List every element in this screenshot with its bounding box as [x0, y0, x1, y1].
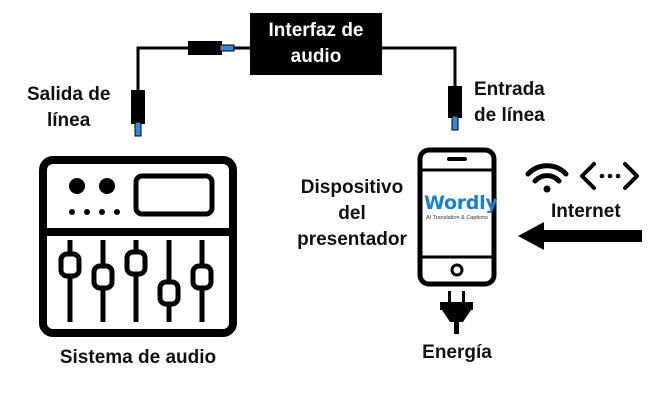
presenter-label-2: del — [338, 203, 366, 224]
code-brackets-icon — [580, 162, 639, 190]
wifi-icon — [525, 163, 569, 193]
audio-jack-icon — [448, 86, 462, 131]
line-in-label-2: de línea — [474, 105, 545, 126]
power-label: Energía — [422, 342, 492, 363]
audio-mixer-icon — [39, 156, 237, 337]
smartphone-icon — [417, 147, 497, 287]
audio-interface-box: Interfaz de audio — [250, 13, 382, 75]
wordly-tagline: AI Translation & Captions — [425, 215, 489, 221]
audio-jack-icon — [131, 90, 145, 137]
presenter-label-1: Dispositivo — [300, 177, 404, 198]
presenter-device-label: Dispositivo del presentador — [292, 175, 412, 253]
audio-interface-label-1: Interfaz de — [268, 20, 364, 41]
line-out-label-2: línea — [47, 110, 91, 131]
line-out-label: Salida de línea — [27, 82, 110, 134]
presenter-label-3: presentador — [297, 229, 407, 250]
arrow-left-icon — [518, 222, 642, 250]
line-in-label: Entrada de línea — [474, 77, 545, 129]
wordly-logo: Wordly — [424, 192, 498, 214]
line-in-label-1: Entrada — [474, 79, 545, 100]
audio-system-label: Sistema de audio — [59, 347, 217, 368]
audio-interface-label-2: audio — [290, 46, 342, 67]
audio-jack-icon — [188, 41, 235, 55]
power-plug-icon — [440, 291, 473, 334]
internet-label: Internet — [551, 201, 621, 222]
cable-line-in — [382, 46, 457, 88]
line-out-label-1: Salida de — [27, 84, 111, 105]
